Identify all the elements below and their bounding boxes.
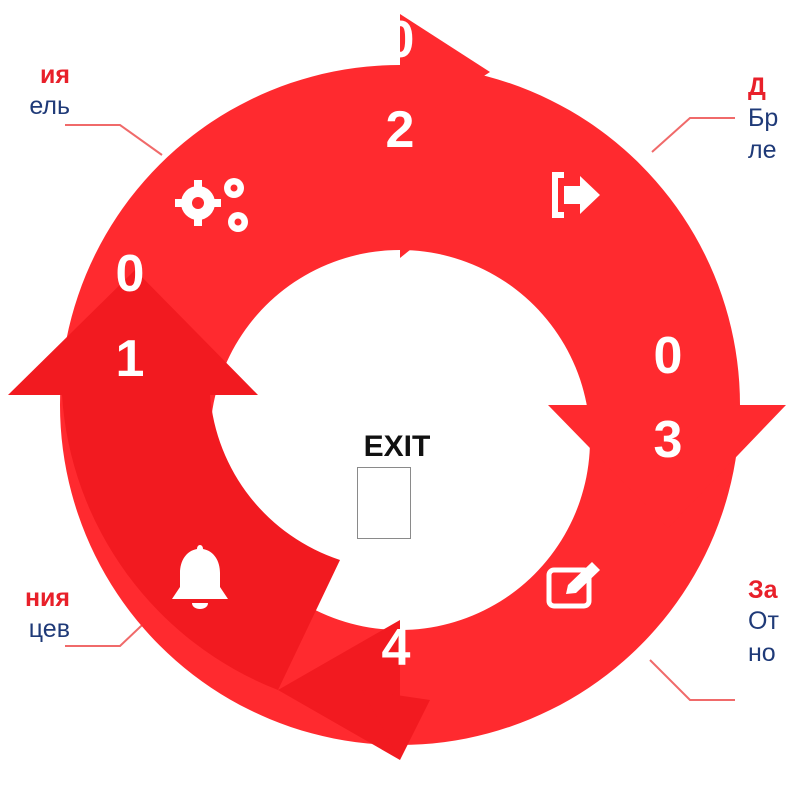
label-bottom-left-text: цев xyxy=(28,615,70,644)
bell-icon xyxy=(172,545,228,609)
step-03-digit-bottom: 3 xyxy=(653,411,683,469)
arrow-head-bottom-2 xyxy=(362,690,430,760)
arrow-head-top xyxy=(400,14,490,130)
label-bottom-right-text-2: но xyxy=(748,638,776,667)
connector-top-right xyxy=(651,117,735,153)
sign-in-icon xyxy=(552,172,600,218)
arrow-head-left xyxy=(8,270,258,395)
label-top-right: Д Бр ле xyxy=(748,72,778,166)
label-top-right-text-1: Бр xyxy=(748,104,779,133)
gears-icon xyxy=(175,178,248,232)
label-top-left-title: ия xyxy=(40,61,70,89)
step-04-digit-top: 0 xyxy=(381,545,411,603)
exit-label: EXIT xyxy=(363,430,431,463)
arrow-head-bottom xyxy=(278,620,400,760)
label-top-right-text-2: ле xyxy=(748,135,777,164)
label-bottom-right-title: За xyxy=(748,576,778,604)
step-04-digit-bottom: 4 xyxy=(381,619,411,677)
step-01-digit-bottom: 1 xyxy=(115,330,145,388)
connector-bottom-right xyxy=(649,659,735,701)
step-03-digit-top: 0 xyxy=(653,327,683,385)
arrow-notch-top xyxy=(400,150,472,258)
label-bottom-right: За От но xyxy=(748,575,779,669)
label-top-left: ия ель xyxy=(0,60,70,123)
label-top-left-text: ель xyxy=(29,92,70,121)
label-top-right-title: Д xyxy=(748,73,766,101)
step-02-digit-bottom: 2 xyxy=(385,101,415,159)
label-bottom-left: ния цев xyxy=(0,583,70,646)
connector-top-left xyxy=(65,124,163,156)
step-02-digit-top: 0 xyxy=(385,11,415,69)
ring-segment-01 xyxy=(62,395,340,690)
arrow-head-right xyxy=(548,405,786,528)
edit-icon xyxy=(546,562,600,609)
label-bottom-right-text-1: От xyxy=(748,607,779,636)
label-bottom-left-title: ния xyxy=(24,584,70,612)
exit-button[interactable] xyxy=(357,467,411,539)
step-01-digit-top: 0 xyxy=(115,245,145,303)
